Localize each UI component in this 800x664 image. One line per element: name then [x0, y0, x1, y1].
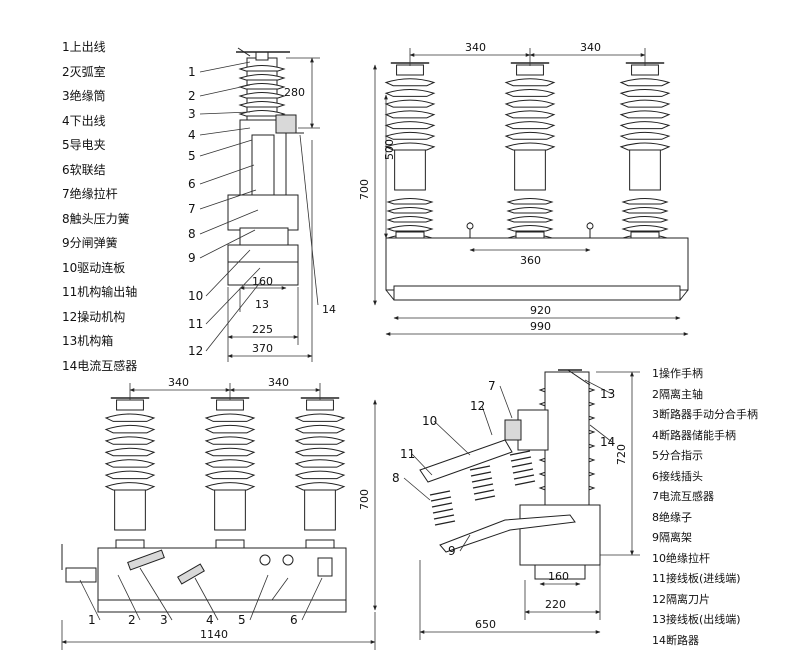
callout-2: 3 [160, 613, 168, 627]
callout-4: 8 [392, 471, 400, 485]
dim-bot-340a: 340 [168, 376, 189, 389]
dim-br-220: 220 [545, 598, 566, 611]
dim-side-225: 225 [252, 323, 273, 336]
dim-front-340a: 340 [465, 41, 486, 54]
dim-bot-1140: 1140 [200, 628, 228, 641]
legend-item: 13机构箱 [62, 334, 114, 348]
legend-item: 3绝缘筒 [62, 89, 106, 103]
callout-6: 7 [188, 202, 196, 216]
callout-0: 1 [188, 65, 196, 79]
legend-item: 6软联结 [62, 162, 106, 177]
dim-front-990: 990 [530, 320, 551, 333]
callout-5: 6 [188, 177, 196, 191]
dim-side-280: 280 [284, 86, 305, 99]
callout-1: 12 [470, 399, 485, 413]
legend-item: 1上出线 [62, 40, 106, 54]
legend-item: 14断路器 [652, 633, 699, 647]
callout-2: 3 [188, 107, 196, 121]
dim-front-500: 500 [383, 139, 396, 160]
callout-11: 12 [188, 344, 203, 358]
callout-0: 1 [88, 613, 96, 627]
legend-item: 5分合指示 [652, 449, 703, 462]
legend-item: 4断路器储能手柄 [652, 428, 736, 442]
callout-6: 13 [600, 387, 615, 401]
legend-item: 11机构输出轴 [62, 285, 138, 299]
legend-item: 6接线插头 [652, 469, 703, 483]
callout-3: 4 [206, 613, 214, 627]
legend-item: 13接线板(出线端) [652, 613, 741, 626]
callout-7: 14 [600, 435, 615, 449]
callout-8: 9 [188, 251, 196, 265]
legend-item: 2隔离主轴 [652, 387, 703, 401]
legend-item: 14电流互感器 [62, 358, 138, 373]
legend-item: 4下出线 [62, 113, 106, 128]
legend-item: 10驱动连板 [62, 260, 126, 275]
legend-item: 9隔离架 [652, 531, 692, 544]
callout-10: 11 [188, 317, 203, 331]
dim-side-370: 370 [252, 342, 273, 355]
dim-bot-340b: 340 [268, 376, 289, 389]
callout-5: 9 [448, 544, 456, 558]
dim-br-160: 160 [548, 570, 569, 583]
legend-item: 5导电夹 [62, 138, 106, 152]
callout-0: 7 [488, 379, 496, 393]
legend-item: 10绝缘拉杆 [652, 551, 710, 565]
dim-front-700: 700 [358, 179, 371, 200]
legend-item: 9分闸弹簧 [62, 236, 118, 250]
callout-2: 10 [422, 414, 437, 428]
legend-item: 7绝缘拉杆 [62, 187, 118, 201]
legend-item: 8触头压力簧 [62, 211, 130, 226]
legend-item: 2灭弧室 [62, 64, 106, 79]
callout-9: 10 [188, 289, 203, 303]
legend-item: 8绝缘子 [652, 510, 692, 524]
front-view-bottom: 340 340 700 1140 1 2 3 4 5 6 [61, 376, 377, 650]
callout-4: 5 [188, 149, 196, 163]
dim-br-650: 650 [475, 618, 496, 631]
dim-front-920: 920 [530, 304, 551, 317]
legend-item: 3断路器手动分合手柄 [652, 408, 758, 421]
callout-1: 2 [128, 613, 136, 627]
legend-item: 11接线板(进线端) [652, 572, 741, 585]
dim-bot-700: 700 [358, 489, 371, 510]
label-13: 13 [255, 298, 269, 311]
dim-front-340b: 340 [580, 41, 601, 54]
dim-side-160: 160 [252, 275, 273, 288]
dim-br-720: 720 [615, 444, 628, 465]
callout-5: 6 [290, 613, 298, 627]
legend-item: 7电流互感器 [652, 490, 714, 503]
legend-item: 12隔离刀片 [652, 592, 710, 606]
legend-item: 12操动机构 [62, 309, 126, 324]
callout-7: 8 [188, 227, 196, 241]
callout-1: 2 [188, 89, 196, 103]
callout-3: 4 [188, 128, 196, 142]
dim-front-360: 360 [520, 254, 541, 267]
legend-item: 1操作手柄 [652, 367, 703, 380]
label-14: 14 [322, 303, 336, 316]
side-view-bottom: 720 160 220 650 712 10 118 9 13 14 [392, 369, 640, 640]
callout-3: 11 [400, 447, 415, 461]
front-view-top: 340 340 500 700 360 920 990 [358, 41, 689, 336]
callout-4: 5 [238, 613, 246, 627]
